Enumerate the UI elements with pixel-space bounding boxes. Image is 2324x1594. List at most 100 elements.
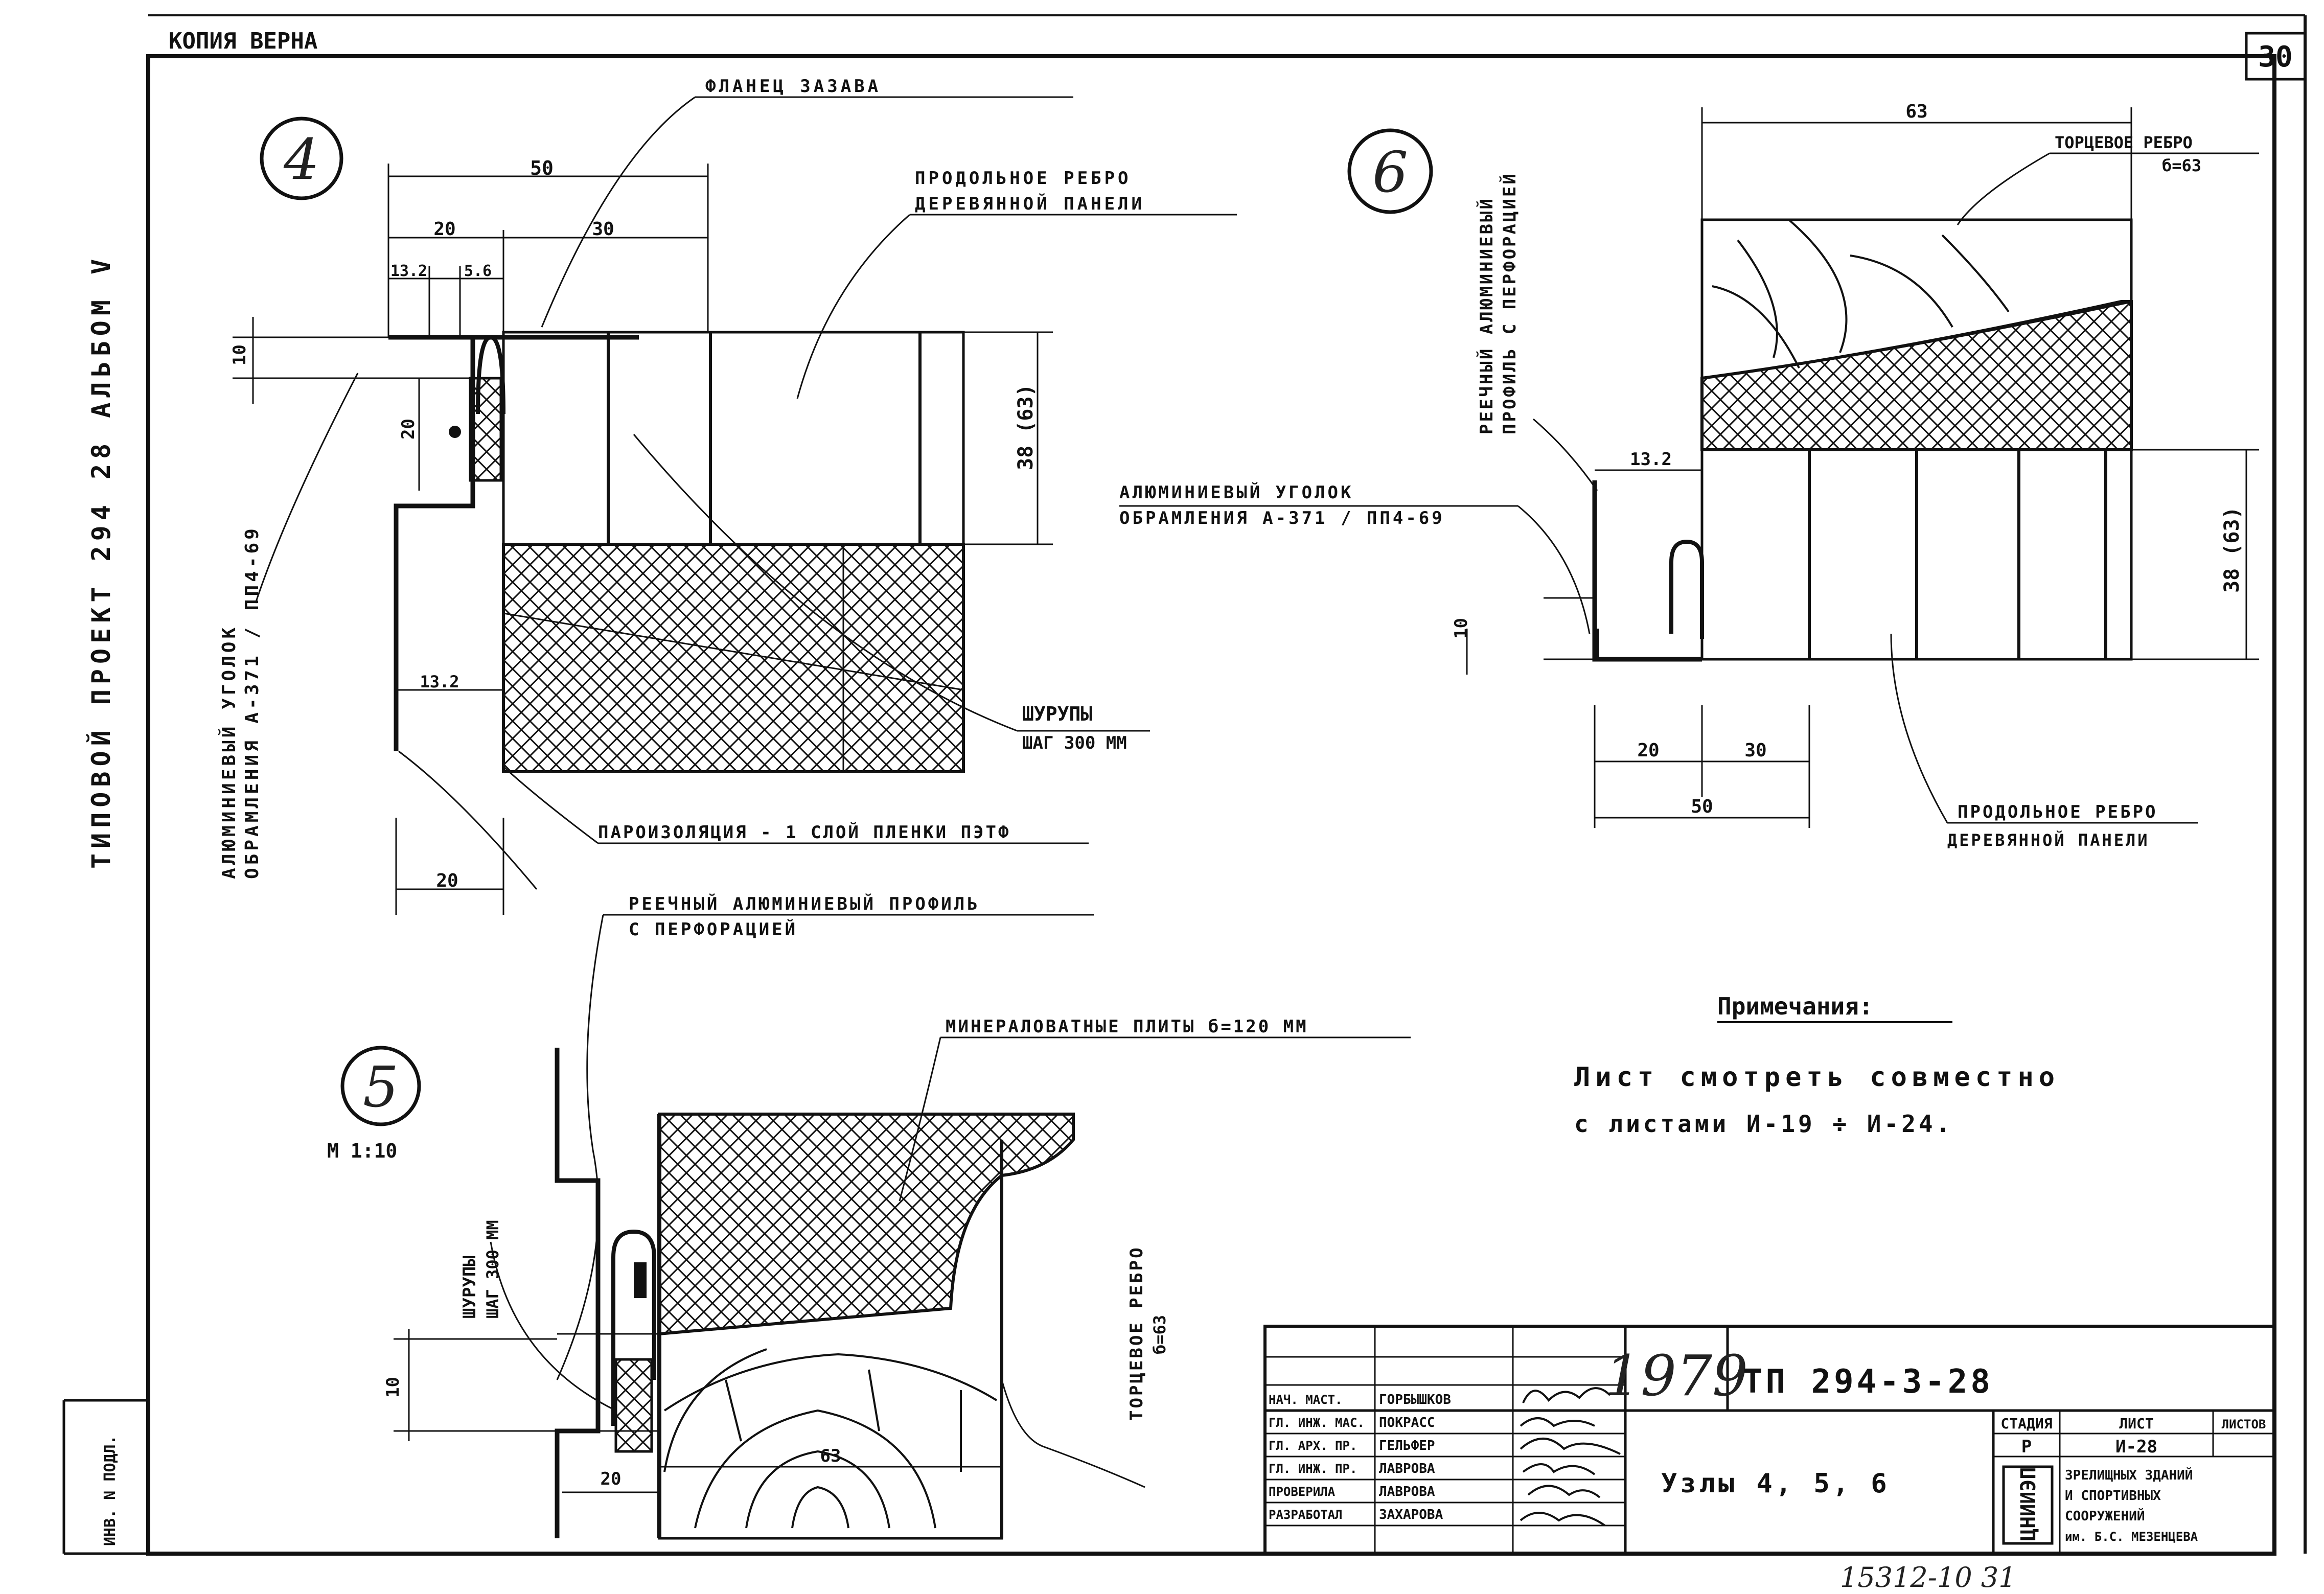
- node-6-dim-20: 20: [1637, 740, 1659, 761]
- node-5-wool-label: МИНЕРАЛОВАТНЫЕ ПЛИТЫ б=120 ММ: [946, 1017, 1308, 1037]
- node-4-dim-30: 30: [592, 219, 614, 240]
- org-line-3: СООРУЖЕНИЙ: [2065, 1508, 2145, 1524]
- notes-title: Примечания:: [1717, 992, 1873, 1020]
- node-5-end-rib-label-2: б=63: [1150, 1315, 1169, 1354]
- node-5-insulation: [658, 1113, 1075, 1336]
- node-4-dim-50: 50: [530, 157, 554, 179]
- footer-handwritten-number: 15312-10 31: [1840, 1561, 2016, 1593]
- node-4-vapor-barrier-label: ПАРОИЗОЛЯЦИЯ - 1 СЛОЙ ПЛЕНКИ ПЭТФ: [598, 822, 1011, 843]
- title-block-sheet-header: ЛИСТ: [2119, 1415, 2153, 1432]
- node-4-dim-10: 10: [229, 344, 250, 365]
- name-4: ЛАВРОВА: [1379, 1461, 1435, 1476]
- node-5-profile-hook: [611, 1229, 656, 1426]
- node-4-dim-5-6: 5.6: [464, 262, 492, 280]
- node-6-rib-label-1: ПРОДОЛЬНОЕ РЕБРО: [1958, 802, 2158, 822]
- node-4-profile-label-2: С ПЕРФОРАЦИЕЙ: [629, 919, 798, 940]
- node-6-angle-label-1: АЛЮМИНИЕВЫЙ УГОЛОК: [1119, 482, 1353, 503]
- node-5-screws-label-1: ШУРУПЫ: [459, 1256, 480, 1319]
- node-4-dim-13-2: 13.2: [390, 262, 427, 280]
- node-6-aluminium-angle: [1592, 480, 1702, 662]
- notes-block: Примечания: Лист смотреть совместно с ли…: [1574, 992, 2060, 1138]
- node-4-detail: 4: [218, 76, 1237, 1380]
- node-4-rib-label-2: ДЕРЕВЯННОЙ ПАНЕЛИ: [915, 193, 1145, 214]
- node-5-seal: [614, 1358, 653, 1453]
- node-6-end-rib-label-1: ТОРЦЕВОЕ РЕБРО: [2055, 133, 2193, 152]
- title-block-sheet-title: Узлы 4, 5, 6: [1661, 1468, 1890, 1499]
- node-4-screws-label-2: ШАГ 300 ММ: [1022, 733, 1127, 753]
- node-6-dim-30: 30: [1744, 740, 1766, 761]
- node-6-dim-10: 10: [1451, 618, 1471, 639]
- node-4-rib-label-1: ПРОДОЛЬНОЕ РЕБРО: [915, 168, 1132, 189]
- role-5: ПРОВЕРИЛА: [1269, 1485, 1336, 1499]
- title-block-sheets-header: ЛИСТОВ: [2222, 1417, 2266, 1431]
- name-3: ГЕЛЬФЕР: [1379, 1438, 1435, 1453]
- node-6-angle-label-2: ОБРАМЛЕНИЯ А-371 / ПП4-69: [1119, 508, 1445, 528]
- node-4-dim-20: 20: [433, 219, 455, 240]
- node-5-dim-20: 20: [601, 1469, 622, 1489]
- role-2: ГЛ. ИНЖ. МАС.: [1269, 1416, 1365, 1430]
- node-6-profile-label-1: РЕЕЧНЫЙ АЛЮМИНИЕВЫЙ: [1476, 197, 1497, 434]
- node-4-profile-hook: [476, 335, 505, 414]
- node-5-end-rib-label-1: ТОРЦЕВОЕ РЕБРО: [1126, 1245, 1147, 1421]
- copy-mark: КОПИЯ ВЕРНА: [169, 28, 317, 54]
- node-5-dim-10: 10: [383, 1377, 403, 1398]
- signatures: [1520, 1387, 1621, 1527]
- node-4-flange-label: ФЛАНЕЦ ЗАЗАВА: [705, 76, 881, 97]
- side-project-label: ТИПОВОЙ ПРОЕКТ 294 28 АЛЬБОМ V: [86, 254, 116, 869]
- org-line-2: И СПОРТИВНЫХ: [2065, 1488, 2161, 1504]
- node-4-dim-20-lower: 20: [436, 870, 458, 891]
- node-6-number: 6: [1372, 140, 1408, 205]
- node-6-end-rib-label-2: б=63: [2162, 156, 2201, 175]
- notes-line-1: Лист смотреть совместно: [1574, 1062, 2060, 1093]
- title-block-sheet: И-28: [2115, 1437, 2157, 1457]
- node-6-rib-label-2: ДЕРЕВЯННОЙ ПАНЕЛИ: [1947, 830, 2150, 850]
- node-4-screws-label-1: ШУРУПЫ: [1022, 703, 1092, 725]
- role-1: НАЧ. МАСТ.: [1269, 1393, 1343, 1407]
- node-4-dim-13-2-lower: 13.2: [420, 672, 459, 691]
- node-6-marker: [1347, 128, 1433, 214]
- name-6: ЗАХАРОВА: [1379, 1507, 1443, 1522]
- node-6-dim-13-2: 13.2: [1630, 449, 1672, 470]
- node-5-aluminium-angle: [555, 1048, 601, 1538]
- node-6-dim-63: 63: [1905, 101, 1927, 122]
- node-6-profile-label-2: ПРОФИЛЬ С ПЕРФОРАЦИЕЙ: [1499, 172, 1520, 434]
- node-6-dim-38: 38 (63): [2220, 506, 2244, 593]
- node-4-seal: [469, 377, 502, 482]
- title-block: 1979 ТП 294-3-28 Узлы 4, 5, 6 СТАДИЯ ЛИС…: [1263, 1325, 2276, 1555]
- sheet-border: [62, 14, 2307, 1556]
- inventory-label: ИНВ. N ПОДЛ.: [101, 1435, 119, 1546]
- org-logo-frame: [2002, 1465, 2054, 1545]
- name-2: ПОКРАСС: [1379, 1415, 1435, 1430]
- org-line-1: ЗРЕЛИЩНЫХ ЗДАНИЙ: [2065, 1467, 2193, 1483]
- title-block-stage: Р: [2021, 1437, 2032, 1457]
- org-logo: ЦНИИЭП: [2017, 1467, 2040, 1541]
- title-block-year: 1979: [1605, 1343, 1748, 1408]
- node-6-detail: 6: [1119, 101, 2259, 850]
- node-4-dim-20-vertical: 20: [398, 419, 419, 440]
- node-4-insulation: [502, 543, 965, 773]
- node-5-screws-label-2: ШАГ 300 ММ: [483, 1220, 502, 1319]
- node-4-aluminium-angle: [388, 335, 475, 751]
- node-5-dim-63: 63: [820, 1446, 841, 1466]
- node-4-dim-38: 38 (63): [1014, 384, 1038, 470]
- sheet-number-box: [2245, 32, 2307, 81]
- notes-line-2: с листами И-19 ÷ И-24.: [1574, 1110, 1953, 1138]
- role-4: ГЛ. ИНЖ. ПР.: [1269, 1462, 1357, 1476]
- node-4-angle-label-2: ОБРАМЛЕНИЯ А-371 / ПП4-69: [242, 525, 263, 879]
- node-6-end-rib-wood: [1700, 218, 2133, 380]
- node-5-scale: М 1:10: [327, 1140, 397, 1162]
- org-line-4: им. Б.С. МЕЗЕНЦЕВА: [2065, 1530, 2198, 1544]
- node-4-angle-label-1: АЛЮМИНИЕВЫЙ УГОЛОК: [218, 625, 240, 879]
- name-5: ЛАВРОВА: [1379, 1484, 1435, 1499]
- node-4-panel: [502, 331, 965, 546]
- name-1: ГОРБЫШКОВ: [1379, 1392, 1451, 1407]
- node-4-number: 4: [283, 127, 319, 192]
- node-5-number: 5: [363, 1054, 399, 1120]
- node-6-profile-hook: [1595, 539, 1704, 659]
- node-6-dim-50: 50: [1691, 796, 1713, 817]
- title-block-code: ТП 294-3-28: [1743, 1363, 1993, 1401]
- node-6-insulation: [1700, 300, 2133, 451]
- node-5-marker: [340, 1046, 421, 1126]
- node-4-profile-label-1: РЕЕЧНЫЙ АЛЮМИНИЕВЫЙ ПРОФИЛЬ: [629, 893, 980, 914]
